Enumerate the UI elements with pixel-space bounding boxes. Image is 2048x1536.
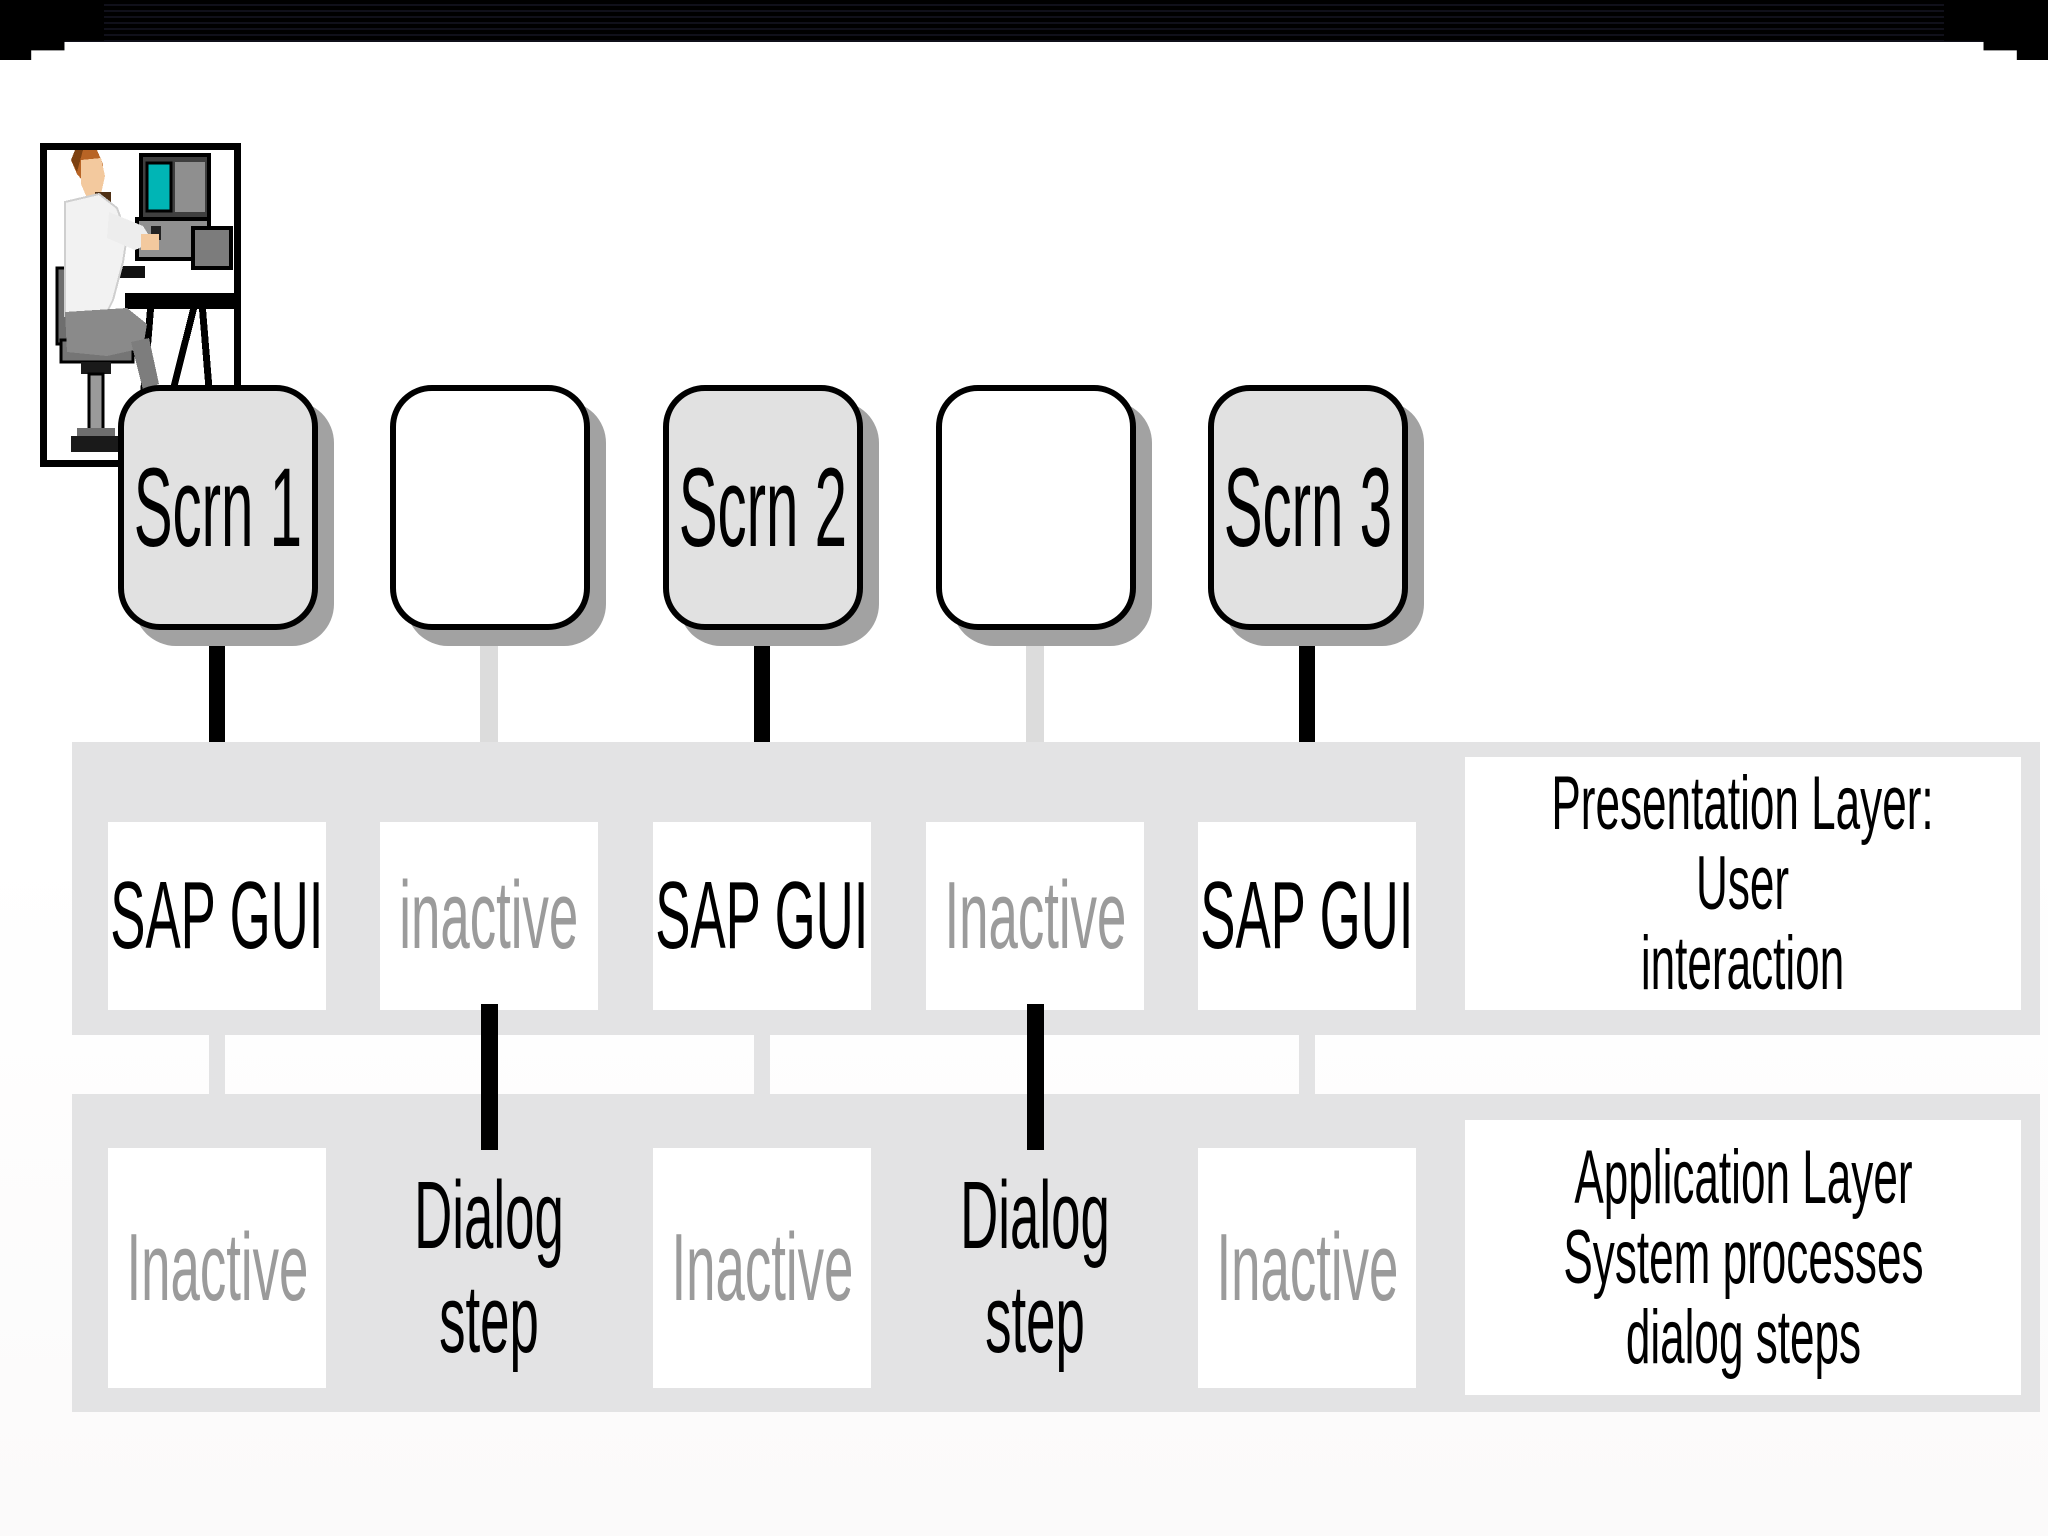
dialog-step-text: Dialog step [414, 1162, 564, 1373]
screen-label: Scrn 1 [133, 445, 303, 570]
cell-app-inactive-3: Inactive [1198, 1148, 1416, 1388]
caption-line: Application Layer [1573, 1134, 1913, 1220]
presentation-layer-caption: Presentation Layer: User interaction [1465, 757, 2021, 1010]
cell-sapgui-3: SAP GUI [1198, 822, 1416, 1010]
caption-line: interaction [1641, 920, 1845, 1006]
screen-label: Scrn 2 [678, 445, 848, 570]
caption-line: dialog steps [1625, 1294, 1861, 1380]
cell-label: Inactive [1216, 1214, 1398, 1321]
cell-app-inactive-1: Inactive [108, 1148, 326, 1388]
cell-app-inactive-2: Inactive [653, 1148, 871, 1388]
cell-label: inactive [399, 862, 579, 969]
cell-label: Inactive [671, 1214, 853, 1321]
caption-line: System processes [1562, 1214, 1924, 1300]
dialog-step-text: Dialog step [960, 1162, 1110, 1373]
cell-inactive-2: Inactive [926, 822, 1144, 1010]
connector-empty2-band [1026, 632, 1044, 744]
screen-box-4 [936, 385, 1136, 630]
application-layer-caption: Application Layer System processes dialo… [1465, 1120, 2021, 1395]
dialog-step-label-1: Dialog step [329, 1160, 649, 1376]
screen-label: Scrn 3 [1223, 445, 1393, 570]
band-bridge-1 [209, 1032, 225, 1096]
screen-box-2 [390, 385, 590, 630]
dialog-step-label-2: Dialog step [875, 1160, 1195, 1376]
caption-line: User [1696, 840, 1790, 926]
connector-inactive2-dialogstep2 [1027, 1004, 1044, 1150]
cell-label: SAP GUI [1200, 862, 1414, 969]
caption-line: Presentation Layer: [1551, 760, 1935, 846]
screen-box-1: Scrn 1 [118, 385, 318, 630]
top-bar-left-corner-steps [0, 0, 104, 60]
cell-inactive-1: inactive [380, 822, 598, 1010]
connector-inactive1-dialogstep1 [481, 1004, 498, 1150]
connector-empty1-band [480, 632, 498, 744]
cell-label: Inactive [126, 1214, 308, 1321]
screen-box-3: Scrn 2 [663, 385, 863, 630]
user-at-computer-illustration [40, 143, 241, 467]
cell-label: SAP GUI [110, 862, 324, 969]
band-bridge-3 [1299, 1032, 1315, 1096]
band-bridge-2 [754, 1032, 770, 1096]
top-black-bar [0, 0, 2048, 42]
top-bar-right-corner-steps [1944, 0, 2048, 60]
cell-label: SAP GUI [655, 862, 869, 969]
cell-sapgui-1: SAP GUI [108, 822, 326, 1010]
cell-sapgui-2: SAP GUI [653, 822, 871, 1010]
cell-label: Inactive [944, 862, 1126, 969]
screen-box-5: Scrn 3 [1208, 385, 1408, 630]
